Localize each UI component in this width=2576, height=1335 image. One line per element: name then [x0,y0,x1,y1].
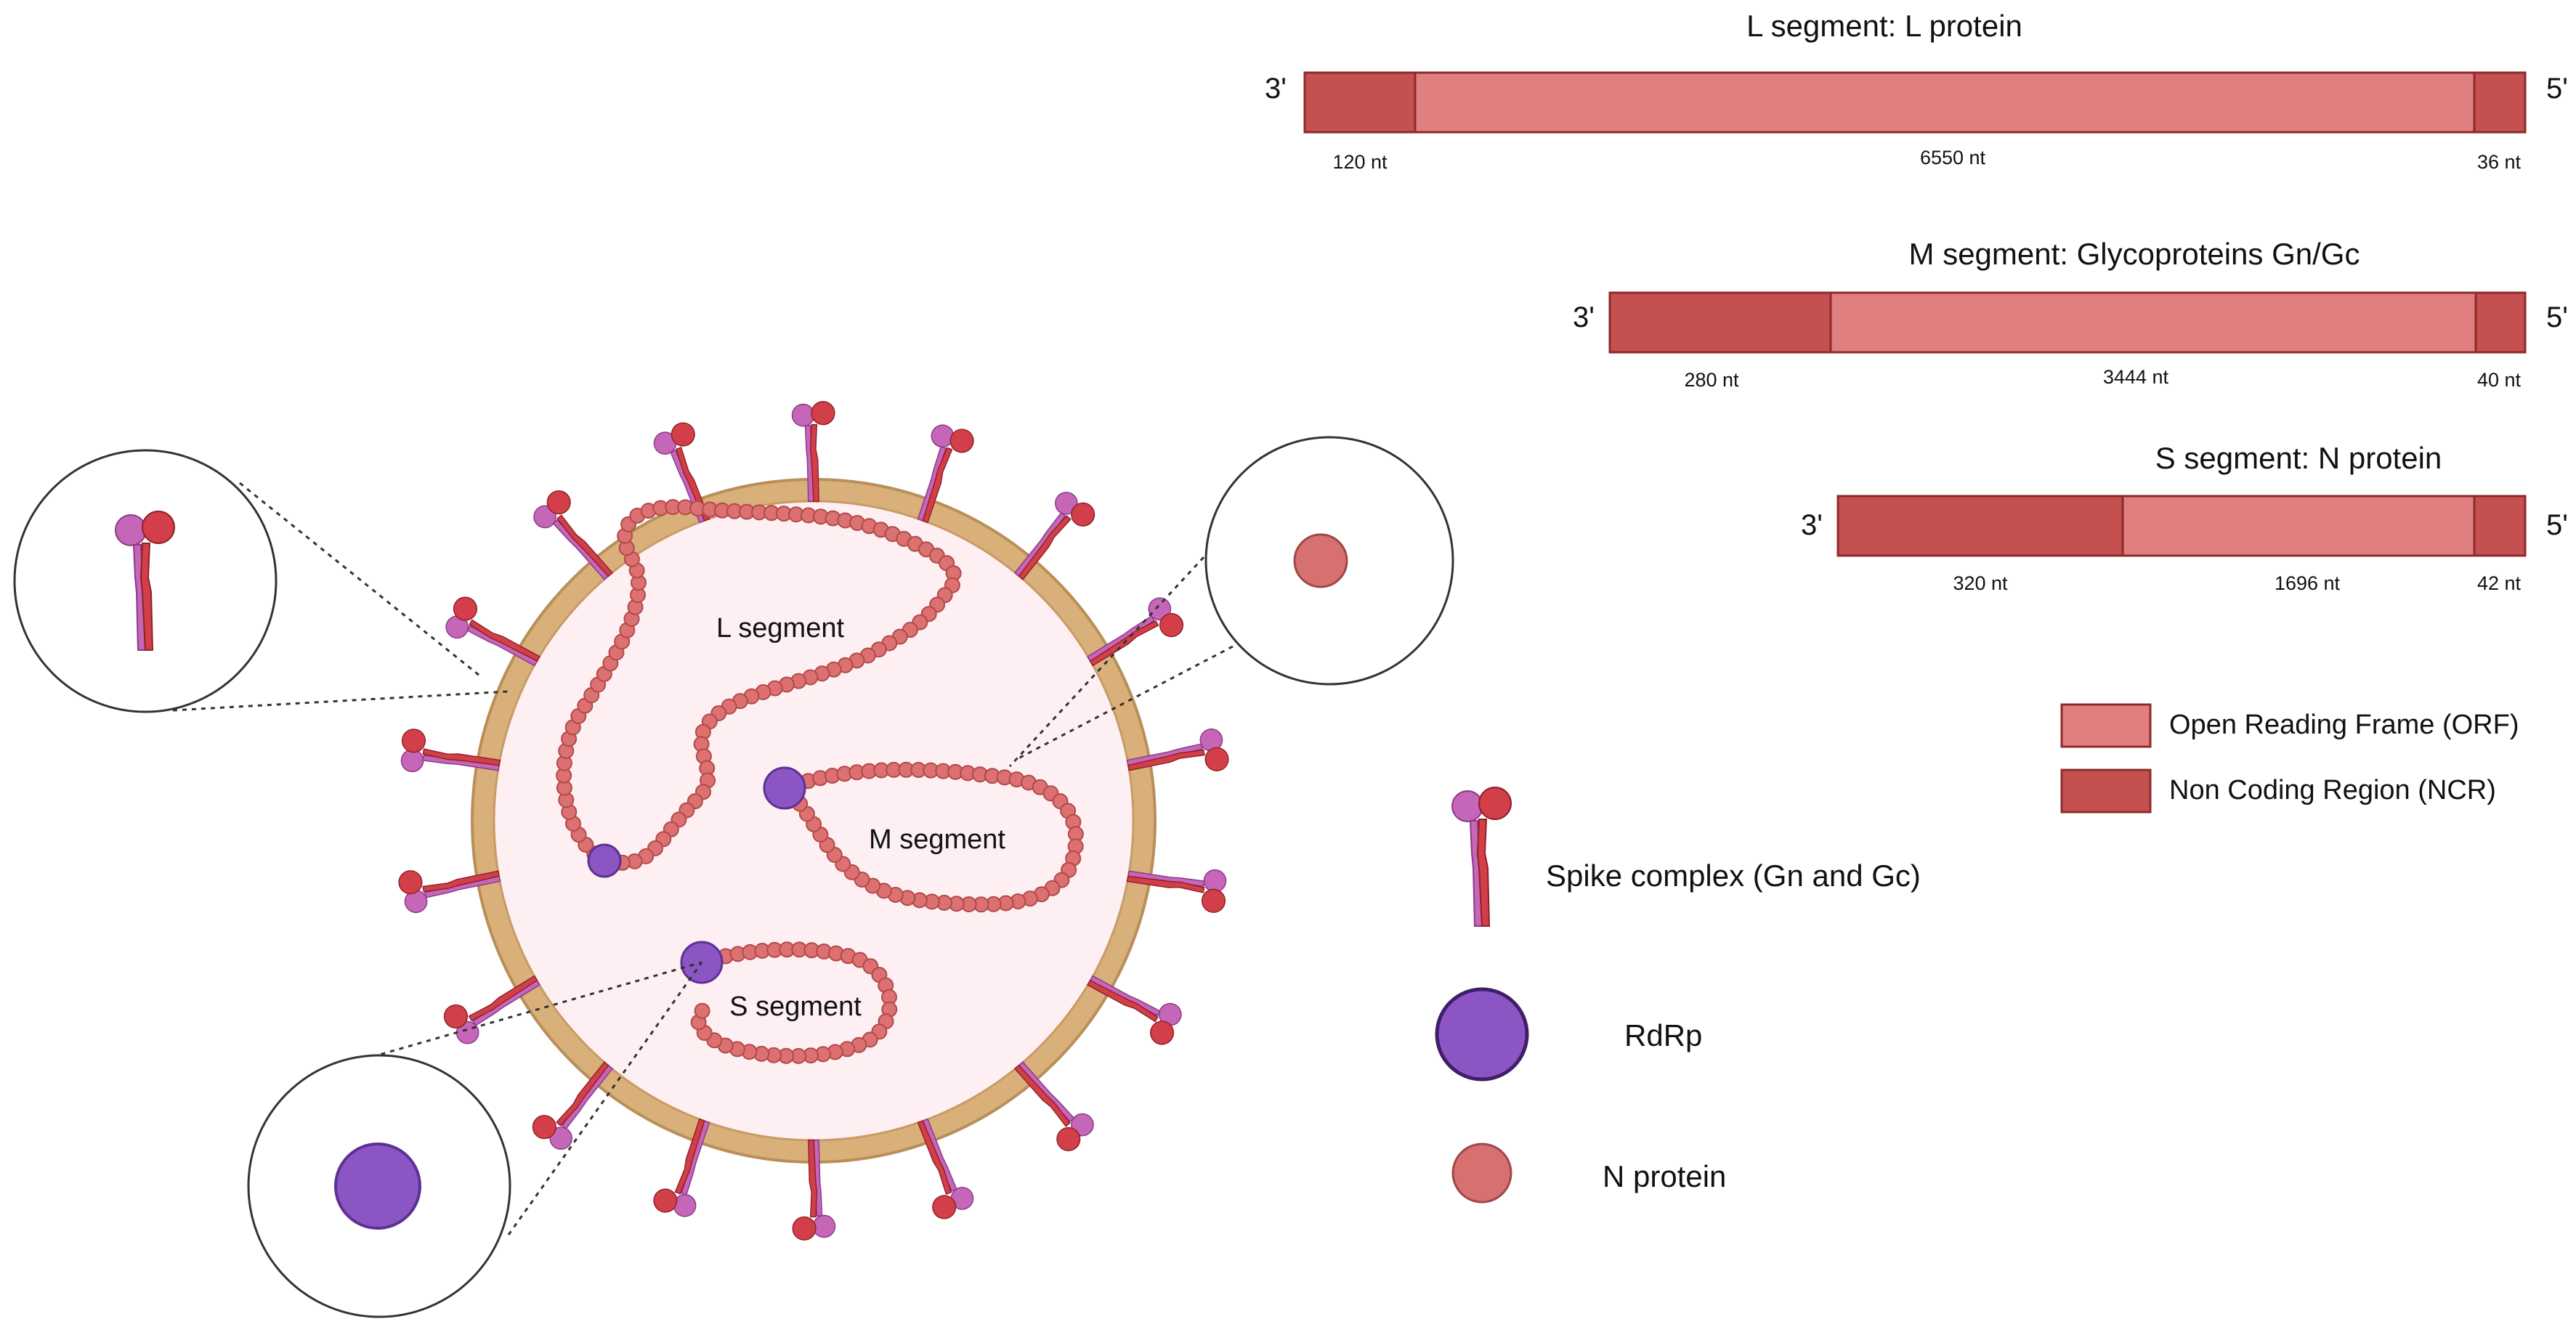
segment-m-len-ncr5: 40 nt [2477,369,2522,391]
zoom-callouts [13,436,1454,1318]
segment-s-orf [2121,495,2476,557]
key-rdrp-label: RdRp [1624,1018,1702,1052]
segment-l-len-ncr3: 120 nt [1332,151,1388,173]
segment-m-title: M segment: Glycoproteins Gn/Gc [1909,237,2360,271]
segment-l-5prime: 5' [2546,73,2568,105]
spike-complex-icon [1451,787,1512,927]
rnp-strands [556,499,1084,1064]
rdrp-m-icon [763,766,806,810]
rnp-bead [694,1002,710,1019]
virion-s-label: S segment [729,991,862,1022]
virion-l-label: L segment [716,613,844,644]
segment-m-3prime: 3' [1573,301,1595,333]
legend-orf-label: Open Reading Frame (ORF) [2169,710,2519,740]
rdrp-l-icon [587,843,622,878]
n-protein-icon [1451,1143,1512,1204]
segment-s-3prime: 3' [1801,509,1823,541]
segment-l-ncr-3prime [1303,71,1417,134]
segment-s-len-ncr5: 42 nt [2477,572,2522,594]
segment-l-title: L segment: L protein [1746,9,2022,43]
segment-m: M segment: Glycoproteins Gn/Gc 3' 5' 280… [1573,237,2568,391]
segment-m-len-orf: 3444 nt [2103,366,2169,388]
rdrp-zoom-icon [334,1143,421,1230]
segment-l-ncr-5prime [2473,71,2527,134]
segment-s-title: S segment: N protein [2155,441,2442,475]
region-legend: Open Reading Frame (ORF) Non Coding Regi… [2060,703,2519,813]
key-spike-label: Spike complex (Gn and Gc) [1546,859,1921,893]
segment-m-orf [1829,291,2477,354]
legend-orf-swatch [2060,703,2152,748]
segment-s-len-orf: 1696 nt [2275,572,2341,594]
segment-s-5prime: 5' [2546,509,2568,541]
segment-m-ncr-3prime [1608,291,1832,354]
segment-s-len-ncr3: 320 nt [1953,572,2008,594]
segment-s: S segment: N protein 3' 5' 320 nt 1696 n… [1801,441,2568,594]
l-segment-strand [556,499,962,871]
segment-l-len-ncr5: 36 nt [2477,151,2522,173]
key-nprotein-label: N protein [1603,1159,1726,1193]
component-key: Spike complex (Gn and Gc) RdRp N protein [1435,787,1921,1204]
rdrp-icon [1435,987,1529,1082]
m-segment-strand [777,761,1084,913]
legend-ncr-label: Non Coding Region (NCR) [2169,775,2496,806]
segment-l-len-orf: 6550 nt [1920,147,1986,169]
virion-m-label: M segment [869,824,1005,855]
virion: L segment M segment S segment [396,401,1231,1241]
nprotein-zoom-icon [1293,533,1348,588]
segment-m-len-ncr3: 280 nt [1684,369,1739,391]
segment-l-orf [1414,71,2476,134]
segment-s-ncr-5prime [2473,495,2527,557]
legend-ncr-swatch [2060,768,2152,813]
segment-l-3prime: 3' [1265,73,1287,105]
segment-m-ncr-5prime [2474,291,2527,354]
segment-m-5prime: 5' [2546,301,2568,333]
segment-l: L segment: L protein 3' 5' 120 nt 6550 n… [1265,9,2568,173]
segment-s-ncr-3prime [1836,495,2124,557]
